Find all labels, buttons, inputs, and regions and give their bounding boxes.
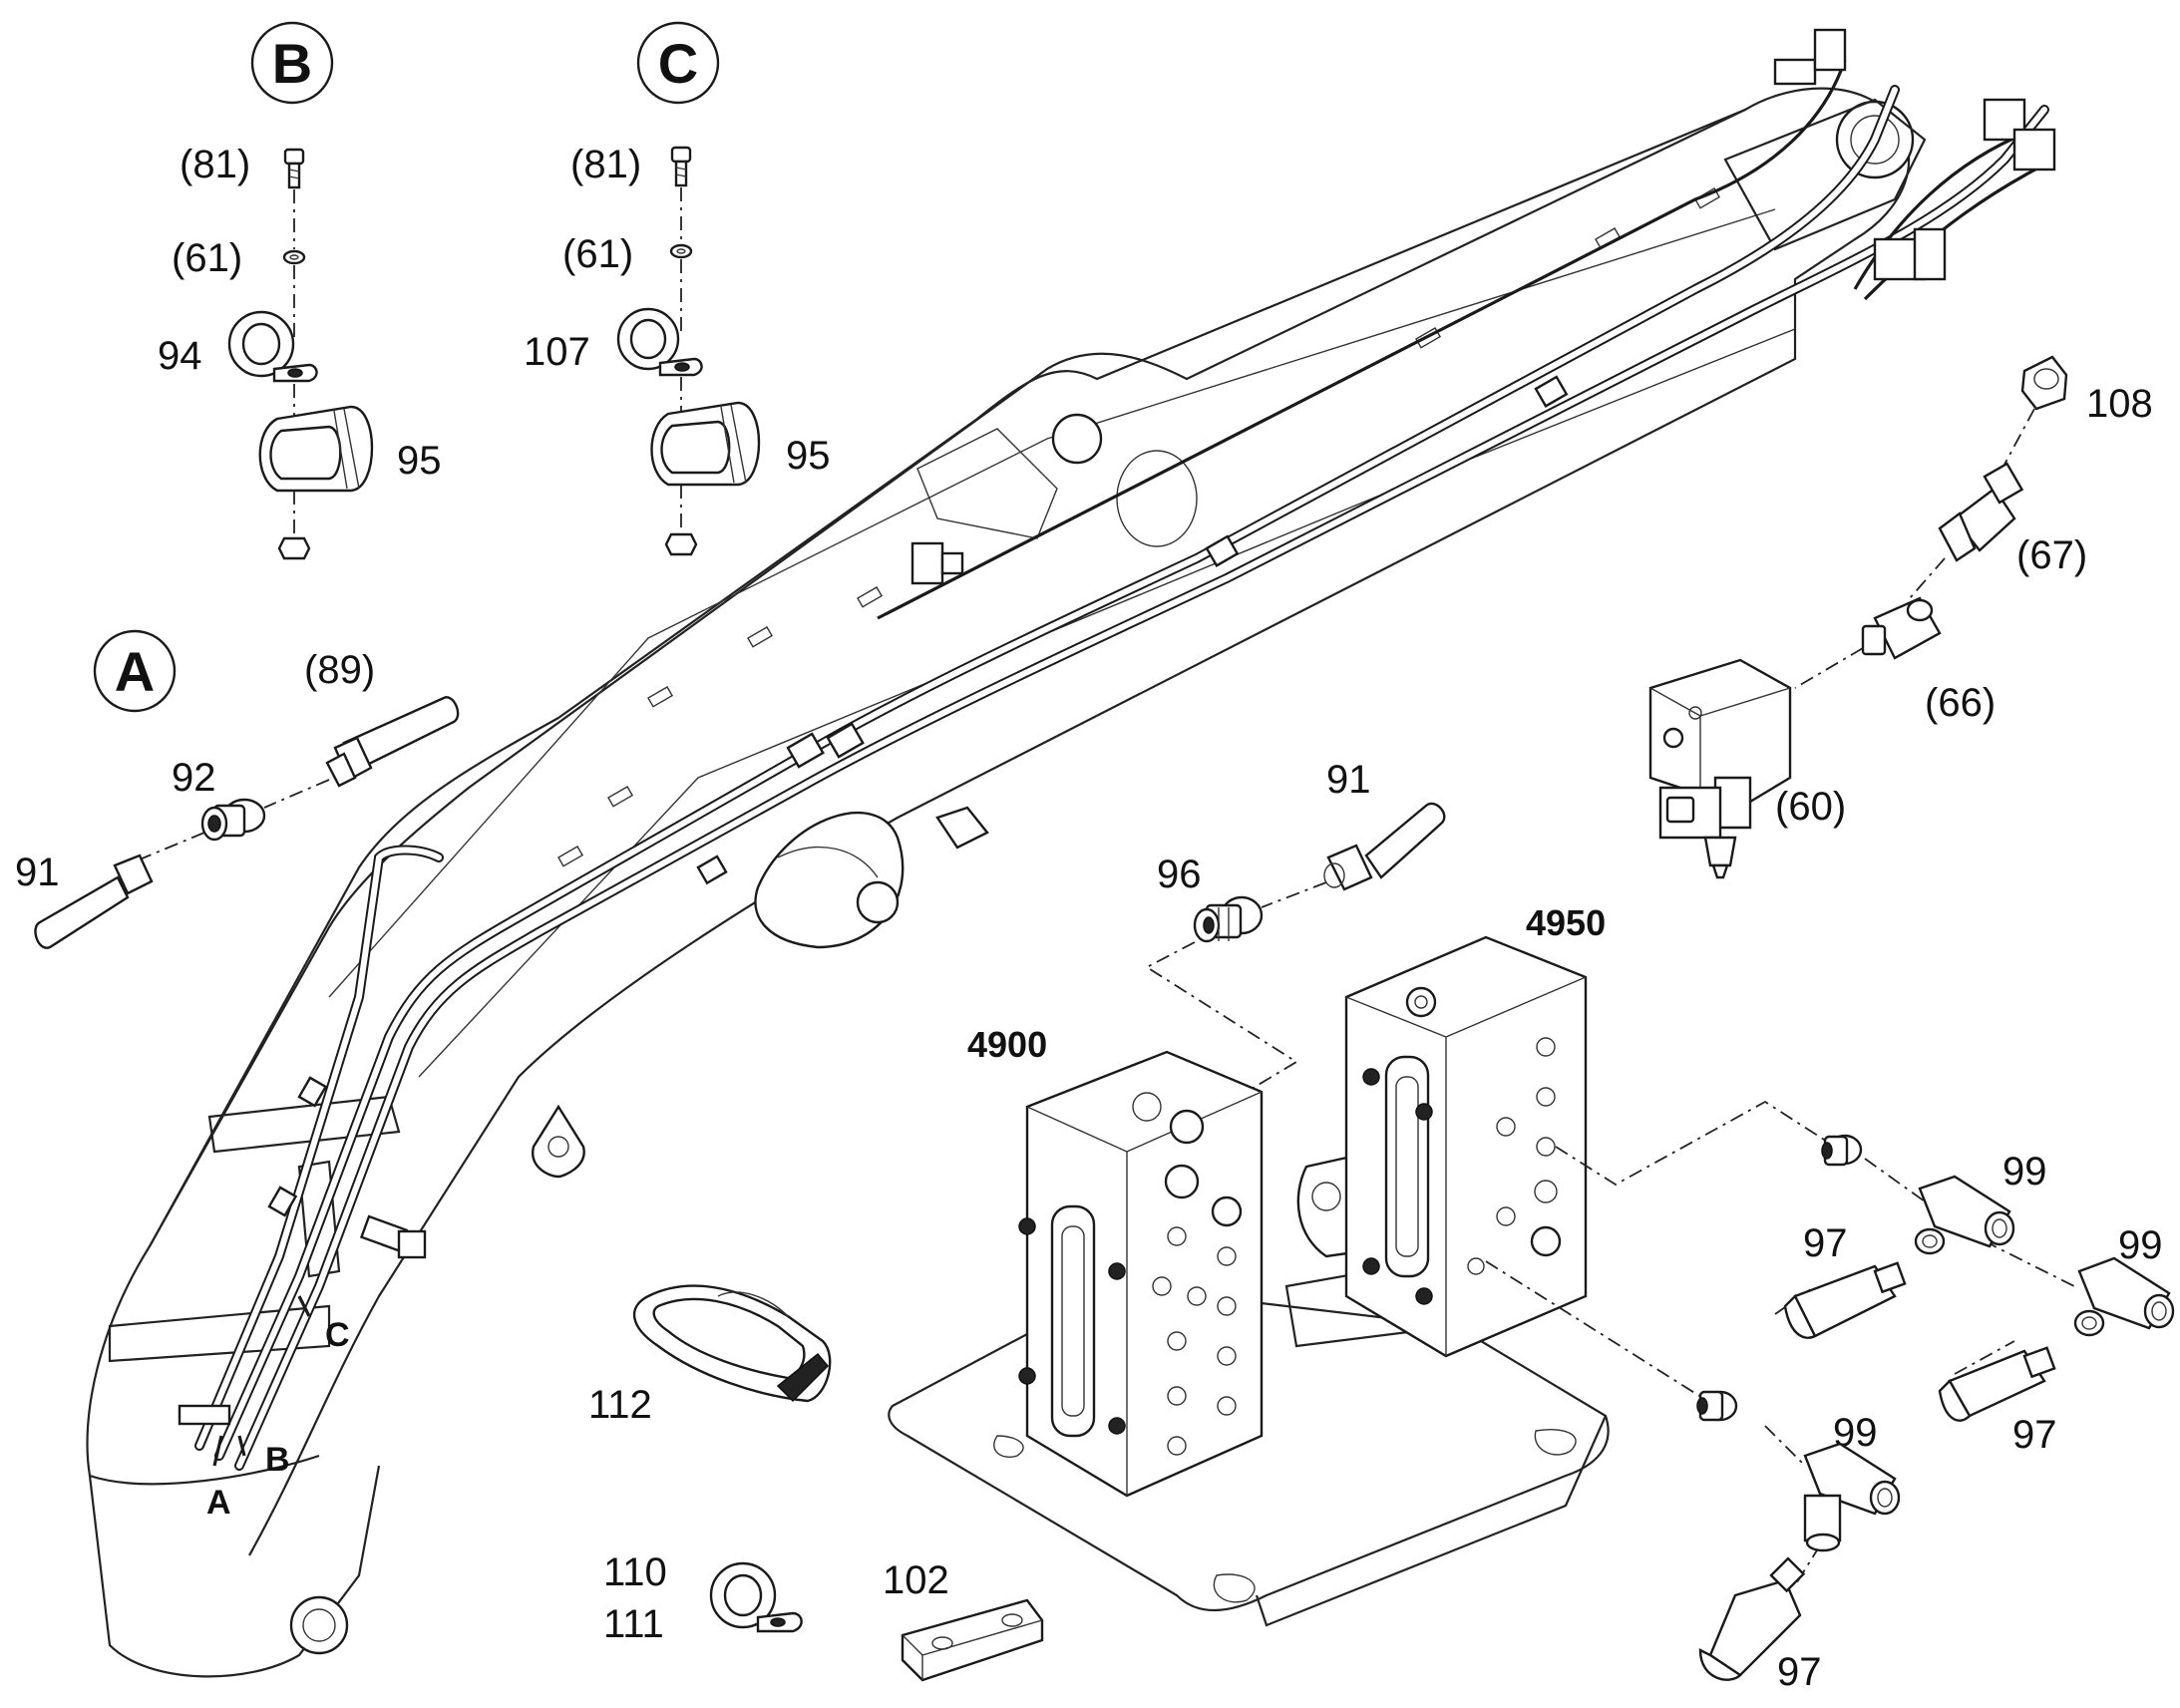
callout-96: 96 <box>1157 853 1202 896</box>
callout-110: 110 <box>603 1550 667 1594</box>
washer-icon <box>669 243 693 259</box>
boom-marker-b: B <box>265 1441 290 1479</box>
detail-b-part-94: 94 <box>158 334 202 378</box>
callout-66: (66) <box>1925 681 1996 725</box>
manifold-blocks: 4950 4900 <box>888 902 1610 1627</box>
boom-marker-c: C <box>325 1316 350 1354</box>
screw-icon <box>670 146 692 187</box>
washer-icon <box>282 249 306 265</box>
detail-b-title: B <box>272 32 312 95</box>
detail-c-part-81: (81) <box>570 143 641 186</box>
detail-c-circle <box>636 21 720 105</box>
pressure-sensor-icon <box>1938 1346 2056 1422</box>
detail-a-part-89: (89) <box>304 648 375 692</box>
tee-fitting-icon <box>2073 1256 2175 1337</box>
callout-112: 112 <box>588 1383 652 1427</box>
cap-nut-icon <box>2020 355 2068 411</box>
detail-b-part-61: (61) <box>172 236 242 280</box>
p-clamp-icon <box>227 310 318 383</box>
detail-view-b: B (81) (61) 94 95 <box>158 21 442 560</box>
hose-routing <box>178 28 2056 1471</box>
detail-a-part-91: 91 <box>15 851 60 894</box>
callout-102: 102 <box>883 1558 949 1602</box>
detail-a-part-92: 92 <box>172 756 216 800</box>
callout-111: 111 <box>603 1602 664 1646</box>
valve-assembly-60: 108 (67) (66) (60) <box>1648 355 2153 879</box>
detail-a-title: A <box>115 640 155 703</box>
hose-end-fitting-icon <box>325 696 460 788</box>
callout-91: 91 <box>1326 758 1371 802</box>
rubber-sleeve-icon <box>258 405 374 493</box>
adapter-fitting-icon <box>1821 1134 1863 1167</box>
callout-60: (60) <box>1775 785 1846 829</box>
nut-icon <box>277 536 311 560</box>
spacer-plate-icon <box>901 1598 1044 1682</box>
callout-97-c: 97 <box>1777 1650 1822 1694</box>
pressure-sensor-icon <box>1783 1261 1907 1339</box>
manifold-block-4900 <box>1018 1050 1264 1498</box>
rubber-sleeve-icon <box>650 401 761 487</box>
callout-4900: 4900 <box>967 1024 1047 1065</box>
screw-icon <box>283 148 305 189</box>
callout-99-b: 99 <box>2118 1223 2163 1267</box>
pressure-sensors: 99 97 99 97 99 97 <box>1485 1100 2175 1694</box>
detail-view-c: C (81) (61) 107 95 <box>524 21 831 556</box>
detail-a-circle <box>93 629 177 713</box>
tee-fitting-icon <box>1914 1175 2015 1255</box>
callout-97-b: 97 <box>2012 1413 2057 1457</box>
detail-b-part-95: 95 <box>397 439 442 483</box>
pressure-sensor-icon <box>1698 1556 1806 1681</box>
hose-fitting-icon <box>34 854 154 949</box>
fittings-91-96: 91 96 <box>1145 758 1446 1093</box>
hose-fitting-icon <box>1323 802 1446 891</box>
manifold-block-4950 <box>1344 935 1588 1358</box>
adapter-fitting-icon <box>1193 895 1264 943</box>
callout-97-a: 97 <box>1803 1221 1848 1265</box>
detail-c-part-61: (61) <box>562 232 633 276</box>
detail-view-a: A (89) 92 91 <box>15 629 460 949</box>
callout-99-a: 99 <box>2002 1150 2047 1194</box>
boom-marker-a: A <box>206 1484 231 1522</box>
velcro-strap-icon <box>632 1284 832 1403</box>
detail-c-part-107: 107 <box>524 330 590 374</box>
p-clamp-icon <box>709 1561 803 1633</box>
nut-icon <box>664 532 698 556</box>
adapter-fitting-icon <box>200 798 266 842</box>
detail-c-part-95: 95 <box>786 434 831 478</box>
tee-fitting-icon <box>1938 462 2024 562</box>
detail-c-title: C <box>658 32 698 95</box>
callout-108: 108 <box>2086 382 2153 426</box>
callout-67: (67) <box>2016 533 2087 577</box>
solenoid-valve-icon <box>1648 658 1792 879</box>
loose-parts: 112 110 111 102 <box>588 1284 1044 1682</box>
adapter-fitting-icon <box>1696 1390 1738 1422</box>
detail-b-circle <box>250 21 334 105</box>
p-clamp-icon <box>616 307 703 377</box>
tee-fitting-icon <box>1803 1442 1901 1552</box>
detail-b-part-81: (81) <box>180 143 250 186</box>
boom-arm <box>86 87 1927 1678</box>
adapter-fitting-icon <box>1861 596 1942 660</box>
callout-4950: 4950 <box>1526 902 1606 943</box>
